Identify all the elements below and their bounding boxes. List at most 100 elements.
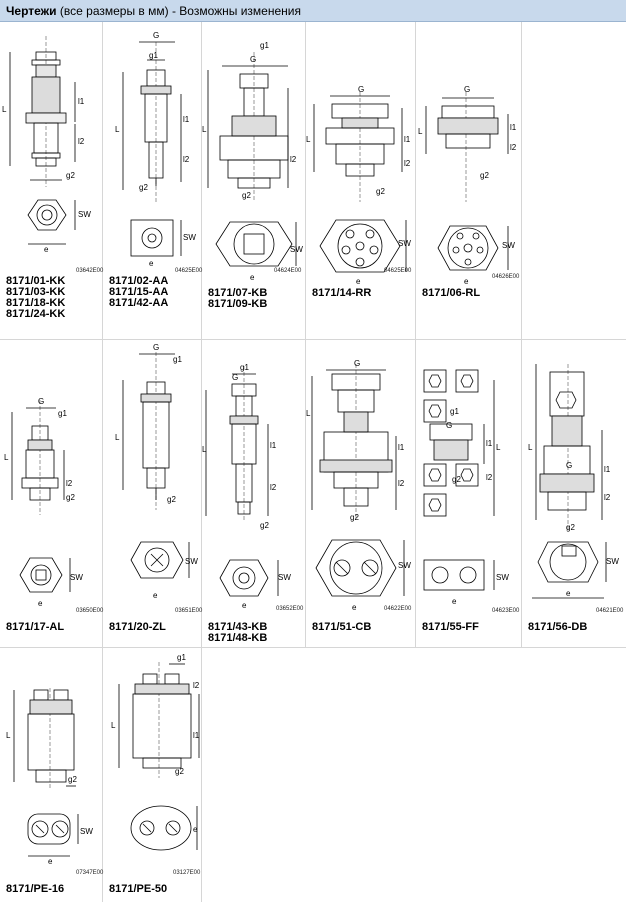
svg-text:g2: g2 (260, 521, 269, 530)
svg-text:l2: l2 (404, 159, 411, 168)
svg-text:e: e (48, 857, 53, 866)
svg-text:L: L (306, 135, 311, 144)
drawing-cell-12: L g2 SW e 07347E00 8171/PE-16 (0, 648, 103, 902)
svg-text:l1: l1 (398, 443, 405, 452)
svg-text:SW: SW (398, 561, 411, 570)
svg-text:SW: SW (278, 573, 291, 582)
product-label: 8171/14-RR (312, 287, 372, 299)
svg-text:g1: g1 (173, 355, 182, 364)
technical-drawing: g1 G L l2 g2 SW e (202, 41, 303, 282)
svg-text:G: G (232, 373, 238, 382)
product-label: 8171/17-AL (6, 621, 65, 633)
technical-drawing: G g1 L l2 g2 SW e (4, 397, 83, 608)
svg-text:e: e (352, 603, 357, 612)
svg-text:l2: l2 (398, 479, 405, 488)
svg-text:l1: l1 (270, 441, 277, 450)
header-title: Чертежи (все размеры в мм) - Возможны из… (6, 4, 301, 18)
svg-text:l1: l1 (183, 115, 190, 124)
svg-text:L: L (202, 125, 207, 134)
product-label: 8171/06-RL (422, 287, 481, 299)
svg-text:SW: SW (502, 241, 515, 250)
svg-text:SW: SW (290, 245, 303, 254)
svg-text:L: L (6, 731, 11, 740)
svg-text:g2: g2 (66, 493, 75, 502)
drawing-cell-7: G g1 L g2 SW e 03651E00 8171/20-ZL (103, 340, 202, 648)
drawing-cell-11: L l1 l2 G g2 SW e 04621E00 8171/56-DB (522, 340, 626, 648)
empty-cell (522, 22, 626, 340)
svg-text:e: e (250, 273, 255, 282)
svg-text:g2: g2 (139, 183, 148, 192)
svg-text:SW: SW (398, 239, 411, 248)
drawing-cell-2: G g1 L l1 l2 g2 SW e 04625E00 8171/02-AA… (103, 22, 202, 340)
svg-text:G: G (358, 85, 364, 94)
svg-text:g1: g1 (58, 409, 67, 418)
svg-text:SW: SW (496, 573, 509, 582)
svg-text:e: e (356, 277, 361, 286)
svg-text:g1: g1 (450, 407, 459, 416)
technical-drawing: g1 G L l1 l2 g2 SW e (202, 363, 291, 610)
svg-text:l2: l2 (604, 493, 611, 502)
svg-text:g1: g1 (240, 363, 249, 372)
drawing-cell-9: G L l1 l2 g2 SW e 04622E00 8171/51-CB (306, 340, 416, 648)
drawing-cell-10: g1 G l1 L g2 l2 SW e 04623E00 8171/55-FF (416, 340, 522, 648)
technical-drawing: L l1 l2 G g2 SW e (528, 364, 619, 599)
svg-text:G: G (153, 343, 159, 352)
svg-text:l1: l1 (604, 465, 611, 474)
svg-text:G: G (464, 85, 470, 94)
technical-drawing: G L l1 l2 g2 SW e (306, 359, 411, 612)
svg-text:e: e (38, 599, 43, 608)
technical-drawing: G g1 L g2 SW e (115, 343, 198, 600)
svg-text:G: G (446, 421, 452, 430)
svg-text:g2: g2 (480, 171, 489, 180)
product-label: 8171/56-DB (528, 621, 588, 633)
svg-text:g2: g2 (68, 775, 77, 784)
svg-text:e: e (566, 589, 571, 598)
svg-text:SW: SW (80, 827, 93, 836)
svg-text:G: G (38, 397, 44, 406)
svg-text:L: L (115, 433, 120, 442)
drawing-cell-6: G g1 L l2 g2 SW e 03650E00 8171/17-AL (0, 340, 103, 648)
svg-text:g2: g2 (242, 191, 251, 200)
drawing-cell-13: g1 L l2 l1 g2 e 03127E00 8171/PE-50 (103, 648, 202, 902)
svg-text:L: L (418, 127, 423, 136)
svg-text:g2: g2 (350, 513, 359, 522)
svg-text:l1: l1 (510, 123, 517, 132)
svg-text:G: G (354, 359, 360, 368)
product-label: 8171/PE-50 (109, 883, 168, 895)
svg-text:SW: SW (183, 233, 196, 242)
product-label: 8171/55-FF (422, 621, 479, 633)
svg-text:l2: l2 (183, 155, 190, 164)
svg-text:g2: g2 (452, 475, 461, 484)
technical-drawing: G g1 L l1 l2 g2 SW e (115, 31, 196, 268)
svg-text:e: e (242, 601, 247, 610)
svg-text:g2: g2 (376, 187, 385, 196)
product-label: 8171/20-ZL (109, 621, 166, 633)
svg-text:L: L (306, 409, 311, 418)
svg-text:L: L (528, 443, 533, 452)
svg-text:g2: g2 (66, 171, 75, 180)
svg-text:l2: l2 (290, 155, 297, 164)
svg-text:L: L (2, 105, 7, 114)
technical-drawing: L g2 SW e (6, 688, 93, 866)
technical-drawing: G L l1 l2 g2 SW e (418, 85, 517, 286)
drawing-cell-8: g1 G L l1 l2 g2 SW e 03652E00 8171/43-KB… (202, 340, 306, 648)
svg-text:SW: SW (70, 573, 83, 582)
svg-text:l1: l1 (193, 731, 200, 740)
svg-text:g1: g1 (149, 51, 158, 60)
svg-text:l2: l2 (270, 483, 277, 492)
svg-text:L: L (111, 721, 116, 730)
svg-text:e: e (149, 259, 154, 268)
svg-text:L: L (4, 453, 9, 462)
svg-text:e: e (464, 277, 469, 286)
svg-text:l2: l2 (66, 479, 73, 488)
svg-text:l2: l2 (78, 137, 85, 146)
section-header: Чертежи (все размеры в мм) - Возможны из… (0, 0, 626, 22)
svg-text:g2: g2 (175, 767, 184, 776)
product-label: 8171/PE-16 (6, 883, 65, 895)
